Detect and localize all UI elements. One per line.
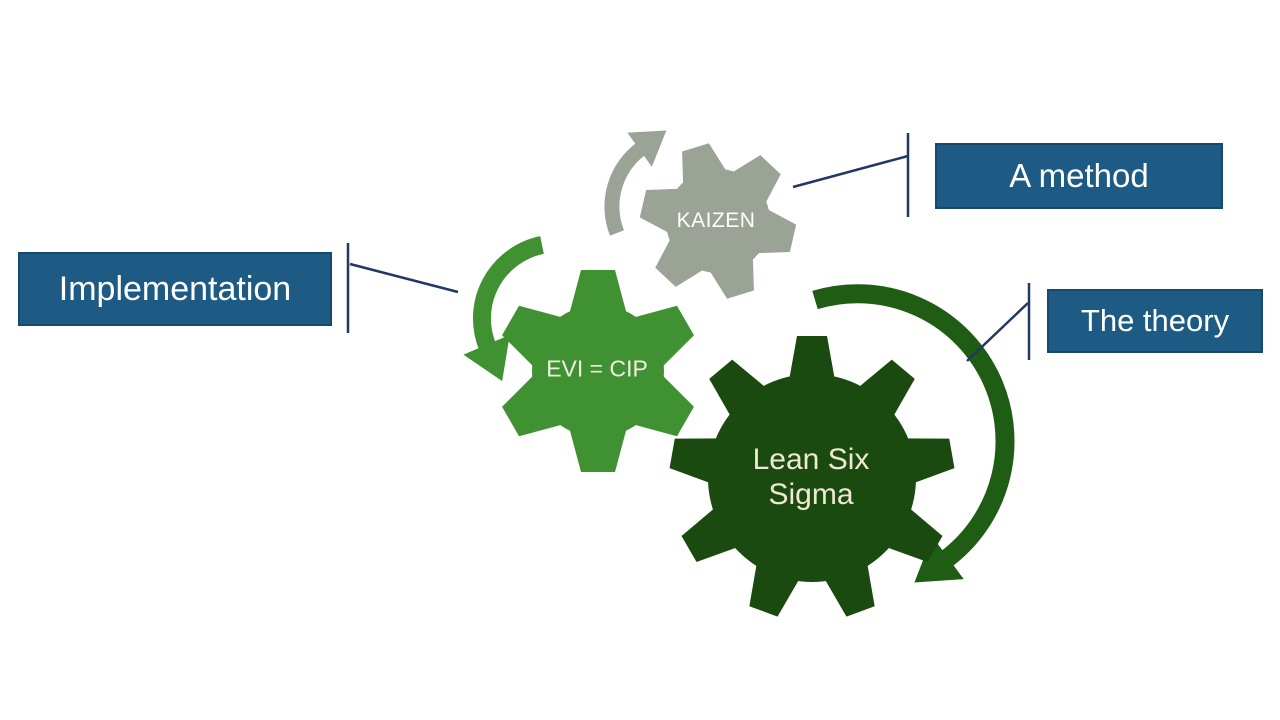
callout-the-theory-label: The theory	[1080, 303, 1230, 338]
callout-a-method-label: A method	[1009, 157, 1149, 194]
kaizen-gear-icon	[639, 143, 797, 299]
implementation-leader-line	[349, 262, 459, 294]
callout-implementation-label: Implementation	[58, 269, 292, 308]
lean-rotation-arrow-icon	[812, 284, 1015, 583]
lean-six-sigma-gear-icon	[669, 336, 955, 617]
callout-a-method: A method	[935, 143, 1223, 209]
callout-connectors	[346, 133, 1031, 362]
callout-implementation: Implementation	[18, 252, 332, 326]
the-theory-leader-line	[966, 302, 1029, 362]
kaizen-rotation-arrow-icon	[604, 130, 667, 236]
a-method-leader-line	[792, 154, 909, 189]
callout-the-theory: The theory	[1047, 289, 1263, 353]
evi-cip-gear-icon	[502, 270, 694, 472]
evi-rotation-arrow-icon	[463, 236, 545, 382]
